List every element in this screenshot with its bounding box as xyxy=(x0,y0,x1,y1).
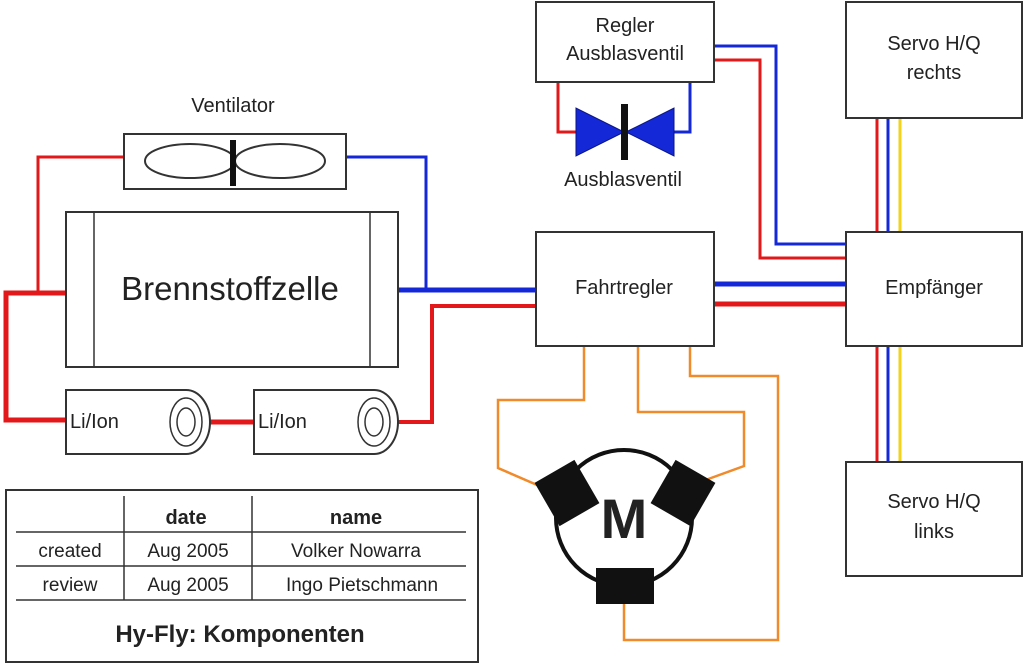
battery-2: Li/Ion xyxy=(253,389,399,455)
valve-label: Ausblasventil xyxy=(564,169,682,191)
valve-symbol: Ausblasventil xyxy=(564,104,682,191)
title-block-header-date: date xyxy=(165,507,206,529)
battery-1: Li/Ion xyxy=(65,389,211,455)
wire-ventilator-negative xyxy=(346,155,428,290)
speed-controller: Fahrtregler xyxy=(535,231,715,347)
battery-1-label: Li/Ion xyxy=(70,411,119,433)
title-block-row1-label: created xyxy=(38,541,101,562)
title-block: date name created Aug 2005 Volker Nowarr… xyxy=(5,489,479,663)
fan-hub xyxy=(230,140,236,186)
servo-left-label-line2: links xyxy=(914,521,954,543)
valve-regulator: Regler Ausblasventil xyxy=(535,1,715,83)
servo-right-label-line2: rechts xyxy=(907,62,961,84)
valve-stem xyxy=(621,104,628,160)
wire-fuelcell-battery-positive xyxy=(3,290,69,423)
title-block-title: Hy-Fly: Komponenten xyxy=(115,621,364,648)
title-block-row1-date: Aug 2005 xyxy=(147,541,228,562)
fan-blade-left xyxy=(144,143,236,179)
receiver-label: Empfänger xyxy=(885,277,983,299)
valve-left-triangle xyxy=(575,107,626,157)
wire-regulator-receiver-negative xyxy=(714,44,846,246)
wire-motor-phase-a xyxy=(496,346,586,490)
battery-2-label: Li/Ion xyxy=(258,411,307,433)
motor: M xyxy=(534,448,716,604)
wire-regulator-receiver-positive xyxy=(712,58,848,260)
title-block-row2-date: Aug 2005 xyxy=(147,575,228,596)
ventilator: Ventilator xyxy=(123,95,347,190)
title-block-row2-label: review xyxy=(43,575,98,596)
speed-controller-label: Fahrtregler xyxy=(575,277,673,299)
wire-motor-phase-c xyxy=(622,346,780,642)
fan-blade-right xyxy=(234,143,326,179)
fuel-cell-label: Brennstoffzelle xyxy=(121,270,339,307)
wire-regulator-valve-positive xyxy=(556,80,580,134)
wires xyxy=(3,44,902,642)
servo-left-label-line1: Servo H/Q xyxy=(887,491,980,513)
ventilator-label: Ventilator xyxy=(191,95,275,117)
wire-regulator-valve-negative xyxy=(672,82,692,134)
servo-right-label-line1: Servo H/Q xyxy=(887,33,980,55)
valve-regulator-label-line2: Ausblasventil xyxy=(566,43,684,65)
title-block-row2-name: Ingo Pietschmann xyxy=(286,575,438,596)
servo-left: Servo H/Q links xyxy=(845,461,1023,577)
receiver: Empfänger xyxy=(845,231,1023,347)
wire-battery-controller-positive xyxy=(384,304,538,424)
title-block-row1-name: Volker Nowarra xyxy=(291,541,421,562)
servo-right: Servo H/Q rechts xyxy=(845,1,1023,119)
motor-terminal-left xyxy=(534,459,600,527)
valve-regulator-label-line1: Regler xyxy=(596,15,655,37)
title-block-header-name: name xyxy=(330,507,382,529)
motor-terminal-right xyxy=(650,459,716,527)
motor-terminal-bottom xyxy=(596,568,654,604)
valve-right-triangle xyxy=(624,107,675,157)
fuel-cell: Brennstoffzelle xyxy=(65,211,399,368)
motor-label: M xyxy=(601,487,648,550)
wire-motor-phase-b xyxy=(636,346,746,484)
